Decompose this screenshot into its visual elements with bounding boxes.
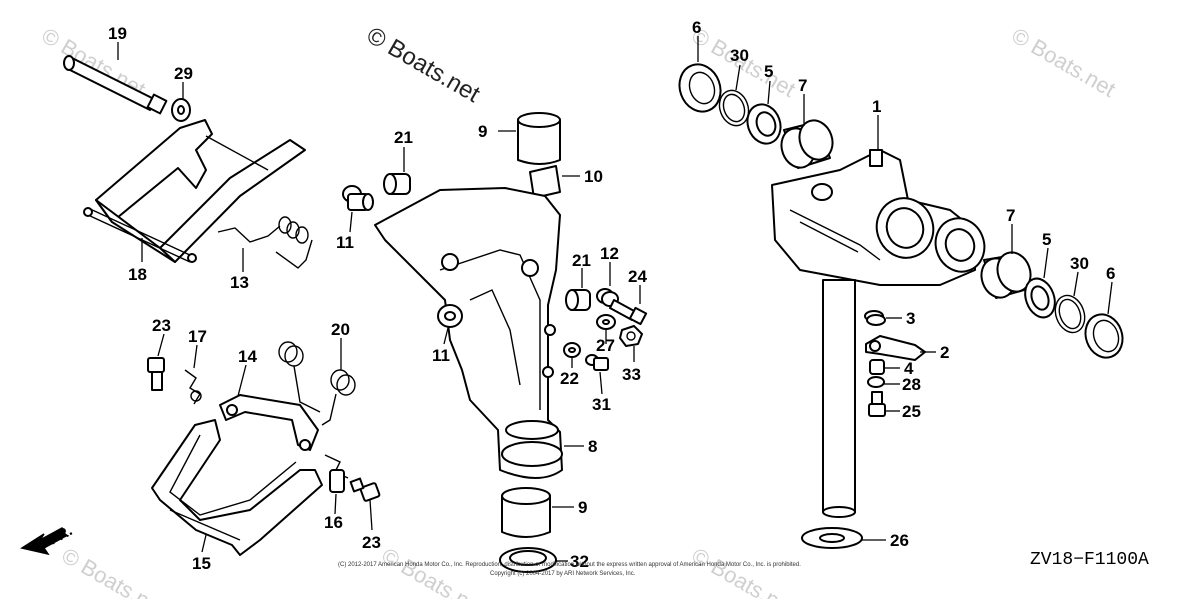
callout-26: 26 <box>890 531 909 550</box>
callout-23: 23 <box>362 533 381 552</box>
part-29-washer <box>171 98 191 122</box>
part-11-bushing <box>437 304 463 328</box>
callout-25: 25 <box>902 402 921 421</box>
callout-12: 12 <box>600 244 619 263</box>
callout-30: 30 <box>1070 254 1089 273</box>
part-31-fitting <box>585 354 609 371</box>
part-4-collar <box>869 359 885 375</box>
part-15-lever <box>151 419 323 556</box>
callout-30: 30 <box>730 46 749 65</box>
part-5-seal <box>746 103 782 145</box>
callout-22: 22 <box>560 369 579 388</box>
callout-33: 33 <box>622 365 641 384</box>
watermark-faded: © Boats.net <box>688 543 800 599</box>
callout-28: 28 <box>902 375 921 394</box>
part-9-bushing <box>517 112 561 165</box>
callout-2: 2 <box>940 343 949 362</box>
part-24-bolt <box>609 299 648 326</box>
part-1-swivel-bracket <box>771 149 986 286</box>
callout-9: 9 <box>478 122 487 141</box>
part-14-plate <box>219 394 319 451</box>
part-30-circlip <box>1054 294 1086 334</box>
part-26-washer <box>801 527 863 549</box>
part-27-washer <box>596 314 616 330</box>
callout-8: 8 <box>588 437 597 456</box>
callout-32: 32 <box>570 552 589 571</box>
part-7-bushing <box>780 119 834 169</box>
part-6-cap <box>1084 313 1124 359</box>
part-16-pin <box>324 454 349 493</box>
part-10-plate <box>529 165 561 199</box>
callout-13: 13 <box>230 273 249 292</box>
callout-17: 17 <box>188 327 207 346</box>
callout-23: 23 <box>152 316 171 335</box>
callout-5: 5 <box>764 62 773 81</box>
part-5-seal <box>1024 277 1056 319</box>
callout-3: 3 <box>906 309 915 328</box>
part-2-lever <box>865 335 926 361</box>
part-32-ring <box>499 547 557 573</box>
part-7-bushing <box>980 251 1032 299</box>
callout-7: 7 <box>798 76 807 95</box>
diagram-code: ZV18−F1100A <box>1030 550 1149 570</box>
callout-6: 6 <box>1106 264 1115 283</box>
part-30-circlip <box>718 89 750 127</box>
callout-16: 16 <box>324 513 343 532</box>
callout-27: 27 <box>596 336 615 355</box>
callout-24: 24 <box>628 267 647 286</box>
callout-31: 31 <box>592 395 611 414</box>
callout-11: 11 <box>336 233 354 252</box>
part-11-bushing <box>342 185 374 211</box>
copyright-line-2: Copyright (c) 2004-2017 by ARI Network S… <box>490 571 636 577</box>
part-21-bushing <box>565 289 591 311</box>
callout-29: 29 <box>174 64 193 83</box>
watermark-faded: © Boats.net <box>378 543 490 599</box>
part-25-bolt <box>868 391 886 417</box>
part-23-bolt <box>147 357 165 391</box>
part-22-washer <box>563 342 581 358</box>
callouts: 19 29 18 13 21 11 9 10 21 12 24 27 33 22… <box>108 18 1115 573</box>
callout-20: 20 <box>331 320 350 339</box>
part-6-cap <box>678 63 722 113</box>
part-23-bolt <box>349 477 381 502</box>
part-1-shaft <box>822 279 856 518</box>
copyright-line-1: (C) 2012-2017 American Honda Motor Co., … <box>338 562 801 568</box>
callout-9: 9 <box>578 498 587 517</box>
part-13-spring <box>217 216 313 269</box>
part-20-spring <box>278 341 356 426</box>
callout-21: 21 <box>572 251 591 270</box>
part-33-nut <box>619 325 643 347</box>
callout-10: 10 <box>584 167 603 186</box>
watermark-faded: © Boats.net <box>58 543 170 599</box>
callout-11: 11 <box>432 346 450 365</box>
leader-lines <box>117 36 1113 562</box>
part-8-swivel-case <box>374 187 563 479</box>
part-17-spring <box>184 369 202 405</box>
part-28-washer <box>867 376 885 388</box>
part-3-washer <box>864 310 886 326</box>
callout-21: 21 <box>394 128 413 147</box>
watermark-faded: © Boats.net <box>1008 23 1120 102</box>
watermark-main: © Boats.net <box>362 22 485 108</box>
callout-6: 6 <box>692 18 701 37</box>
callout-19: 19 <box>108 24 127 43</box>
callout-14: 14 <box>238 347 257 366</box>
part-21-bushing <box>383 173 411 195</box>
part-9-bushing <box>501 487 551 538</box>
callout-1: 1 <box>872 97 881 116</box>
part-19-bolt <box>63 55 168 115</box>
callout-18: 18 <box>128 265 147 284</box>
callout-7: 7 <box>1006 206 1015 225</box>
part-18-bracket-arm <box>83 119 306 263</box>
callout-4: 4 <box>904 359 914 378</box>
callout-5: 5 <box>1042 230 1051 249</box>
callout-15: 15 <box>192 554 211 573</box>
